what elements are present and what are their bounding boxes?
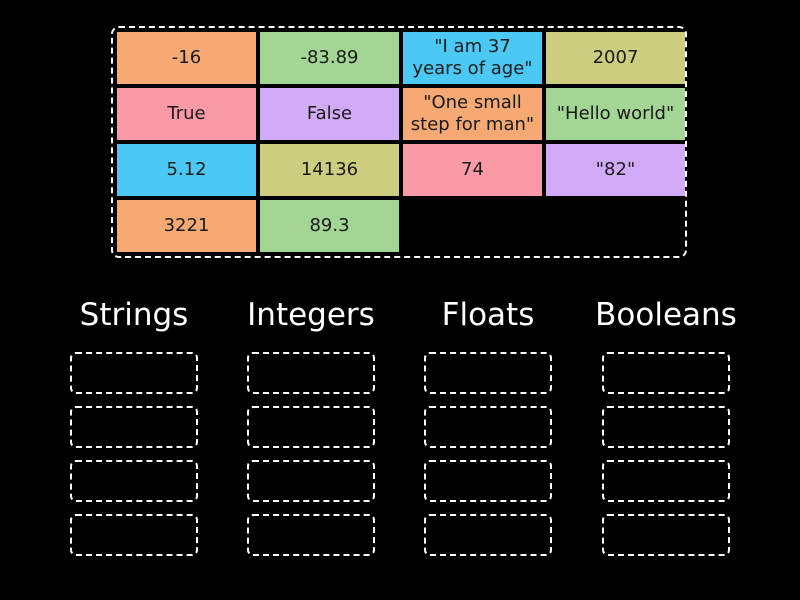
answer-tile[interactable]: 3221 — [117, 200, 256, 252]
category-integers: Integers — [221, 290, 401, 556]
drop-slot[interactable] — [70, 514, 198, 556]
answer-tile[interactable]: -16 — [117, 32, 256, 84]
drop-slot[interactable] — [602, 514, 730, 556]
answer-tile[interactable]: 5.12 — [117, 144, 256, 196]
answer-tile[interactable]: 89.3 — [260, 200, 399, 252]
drop-slot[interactable] — [424, 352, 552, 394]
category-title: Floats — [441, 297, 535, 333]
drop-slot[interactable] — [70, 460, 198, 502]
tile-pool: -16 -83.89 "I am 37 years of age" 2007 T… — [117, 32, 685, 252]
drop-slot[interactable] — [424, 514, 552, 556]
drop-slot[interactable] — [247, 460, 375, 502]
category-title: Integers — [247, 297, 375, 333]
answer-tile[interactable]: 2007 — [546, 32, 685, 84]
drop-slot[interactable] — [424, 406, 552, 448]
answer-tile[interactable]: 14136 — [260, 144, 399, 196]
category-title: Strings — [79, 297, 189, 333]
category-title: Booleans — [595, 297, 737, 333]
answer-tile[interactable]: False — [260, 88, 399, 140]
answer-tile[interactable]: True — [117, 88, 256, 140]
drop-slot[interactable] — [602, 460, 730, 502]
answer-tile[interactable]: "One small step for man" — [403, 88, 542, 140]
drop-slot[interactable] — [424, 460, 552, 502]
drop-slot[interactable] — [247, 514, 375, 556]
drop-slot[interactable] — [247, 352, 375, 394]
answer-tile[interactable]: "I am 37 years of age" — [403, 32, 542, 84]
category-columns: Strings Integers Floats Booleans — [0, 290, 800, 590]
drop-slot[interactable] — [247, 406, 375, 448]
drop-slot[interactable] — [602, 352, 730, 394]
answer-tile[interactable]: "82" — [546, 144, 685, 196]
drop-slot[interactable] — [70, 352, 198, 394]
category-booleans: Booleans — [576, 290, 756, 556]
drop-slot[interactable] — [70, 406, 198, 448]
answer-tile[interactable]: "Hello world" — [546, 88, 685, 140]
answer-tile[interactable]: 74 — [403, 144, 542, 196]
category-floats: Floats — [398, 290, 578, 556]
answer-tile[interactable]: -83.89 — [260, 32, 399, 84]
category-strings: Strings — [44, 290, 224, 556]
drop-slot[interactable] — [602, 406, 730, 448]
tile-pool-frame — [111, 26, 687, 258]
